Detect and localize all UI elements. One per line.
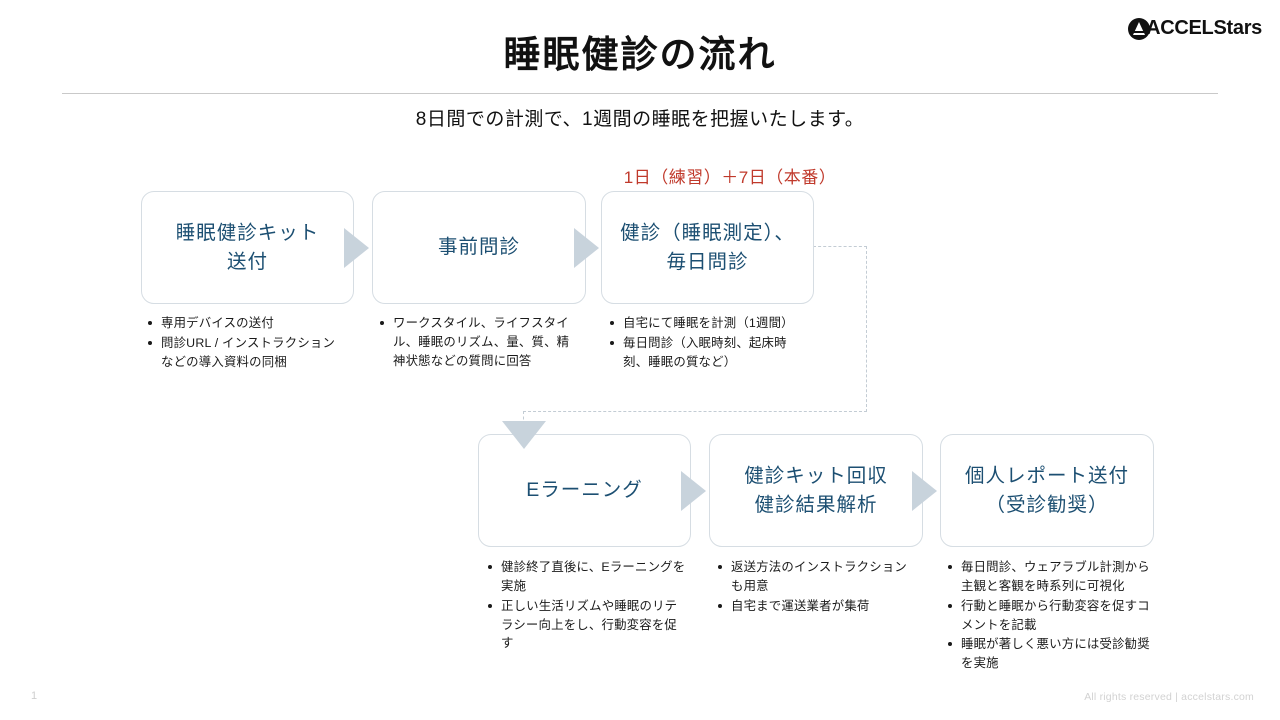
flow-step-3-title-line1: 健診（睡眠測定）、 [620,222,795,245]
flow-step-box-5[interactable]: 健診キット回収 健診結果解析 [709,434,923,547]
flow-step-3-title-line2: 毎日問診 [666,250,749,273]
flow-step-1-bullets: 専用デバイスの送付 問診URL / インストラクションなどの導入資料の同梱 [147,314,347,373]
list-item: 睡眠が著しく悪い方には受診勧奨を実施 [947,635,1152,673]
flow-step-5-bullets: 返送方法のインストラクションも用意 自宅まで運送業者が集荷 [717,558,917,617]
accelstars-mark-icon [1128,17,1151,40]
duration-annotation: 1日（練習）＋7日（本番） [623,168,837,187]
page-number: 1 [31,690,38,702]
list-item: ワークスタイル、ライフスタイル、睡眠のリズム、量、質、精神状態などの質問に回答 [379,314,579,371]
arrow-step5-to-step6-icon [912,471,937,511]
dashed-connector-right-segment [866,246,867,412]
flow-step-5-title-line2: 健診結果解析 [754,493,878,516]
logo-text: ACCELStars [1146,17,1262,39]
flow-step-2-title-line1: 事前問診 [437,236,520,259]
dashed-connector-left-segment [523,411,524,425]
flow-step-box-2[interactable]: 事前問診 [372,191,586,304]
accelstars-logo: ACCELStars [1128,17,1262,40]
flow-step-2-bullets: ワークスタイル、ライフスタイル、睡眠のリズム、量、質、精神状態などの質問に回答 [379,314,579,372]
footer-copyright: All rights reserved | accelstars.com [1084,691,1254,703]
list-item: 毎日問診、ウェアラブル計測から主観と客観を時系列に可視化 [947,558,1152,596]
flow-step-5-title-line1: 健診キット回収 [744,465,888,488]
arrow-step4-to-step5-icon [681,471,706,511]
arrow-step3-to-step4-icon [502,421,546,449]
flow-step-box-1[interactable]: 睡眠健診キット 送付 [141,191,354,304]
flow-step-6-bullets: 毎日問診、ウェアラブル計測から主観と客観を時系列に可視化 行動と睡眠から行動変容… [947,558,1152,674]
list-item: 返送方法のインストラクションも用意 [717,558,917,596]
list-item: 問診URL / インストラクションなどの導入資料の同梱 [147,334,347,372]
title-divider [62,93,1218,94]
list-item: 健診終了直後に、Eラーニングを実施 [487,558,687,596]
flow-step-box-6[interactable]: 個人レポート送付 （受診勧奨） [940,434,1154,547]
list-item: 専用デバイスの送付 [147,314,347,333]
page-subtitle: 8日間での計測で、1週間の睡眠を把握いたします。 [415,109,865,130]
flow-step-6-title-line2: （受診勧奨） [985,493,1109,516]
page-title: 睡眠健診の流れ [503,34,777,75]
list-item: 自宅まで運送業者が集荷 [717,597,917,616]
list-item: 正しい生活リズムや睡眠のリテラシー向上をし、行動変容を促す [487,597,687,654]
arrow-step2-to-step3-icon [574,228,599,268]
flow-step-box-3[interactable]: 健診（睡眠測定）、 毎日問診 [601,191,814,304]
list-item: 毎日問診（入眠時刻、起床時刻、睡眠の質など） [609,334,809,372]
flow-step-6-title-line1: 個人レポート送付 [964,465,1129,488]
flow-step-1-title-line1: 睡眠健診キット [175,222,320,245]
dashed-connector-bottom-segment [523,411,867,412]
list-item: 行動と睡眠から行動変容を促すコメントを記載 [947,597,1152,635]
flow-step-3-bullets: 自宅にて睡眠を計測（1週間） 毎日問診（入眠時刻、起床時刻、睡眠の質など） [609,314,809,373]
flow-step-4-title-line1: Eラーニング [526,479,643,502]
dashed-connector-top-segment [813,246,867,247]
flow-step-4-bullets: 健診終了直後に、Eラーニングを実施 正しい生活リズムや睡眠のリテラシー向上をし、… [487,558,687,654]
flow-step-box-4[interactable]: Eラーニング [478,434,691,547]
flow-step-1-title-line2: 送付 [226,250,268,273]
list-item: 自宅にて睡眠を計測（1週間） [609,314,809,333]
arrow-step1-to-step2-icon [344,228,369,268]
